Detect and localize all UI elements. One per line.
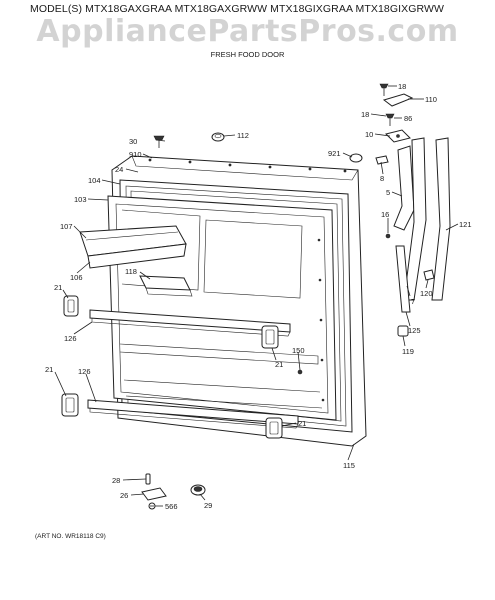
- art-number: (ART NO. WR18118 C9): [35, 533, 106, 540]
- small-bin: [139, 275, 193, 297]
- callout-120: 120: [420, 289, 433, 298]
- hinge-cover-110: [382, 93, 414, 107]
- watermark: AppliancePartsPros.com: [36, 14, 459, 49]
- callout-126: 126: [78, 367, 91, 376]
- callout-21: 21: [275, 360, 283, 369]
- cap-29: [190, 484, 206, 496]
- handle-mount-5: [393, 145, 415, 231]
- callout-21: 21: [54, 283, 62, 292]
- callout-119: 119: [402, 347, 414, 356]
- screw-566: [148, 502, 156, 510]
- bracket-26: [141, 487, 167, 501]
- plug-112: [211, 132, 225, 142]
- callout-86: 86: [404, 114, 412, 123]
- callout-118: 118: [125, 267, 137, 276]
- callout-921: 921: [328, 149, 341, 158]
- callout-21: 21: [45, 365, 53, 374]
- pin-28: [145, 473, 151, 485]
- handle-7: [403, 137, 427, 301]
- callout-103: 103: [74, 195, 87, 204]
- callout-112: 112: [237, 131, 249, 140]
- shelf-end-cap-left-lower: [61, 393, 79, 417]
- callout-566: 566: [165, 502, 178, 511]
- door-shelf-upper: [89, 309, 291, 337]
- shelf-end-cap-right-lower: [265, 417, 283, 439]
- shelf-end-cap-right-upper: [261, 325, 279, 349]
- plug-921: [349, 153, 363, 163]
- screw-86: [385, 113, 395, 126]
- callout-106: 106: [70, 273, 83, 282]
- callout-29: 29: [204, 501, 212, 510]
- callout-28: 28: [112, 476, 120, 485]
- door-shelf-lower: [87, 399, 299, 429]
- hinge-10: [385, 129, 411, 143]
- callout-910: 910: [129, 150, 142, 159]
- fastener-150: [297, 369, 303, 375]
- leader-lines: [54, 85, 459, 507]
- callout-24: 24: [115, 165, 123, 174]
- callout-26: 26: [120, 491, 128, 500]
- callout-10: 10: [365, 130, 373, 139]
- screw-18a: [379, 83, 389, 96]
- handle-trim-121: [431, 137, 451, 301]
- dairy-compartment-door: [79, 225, 187, 269]
- model-list: MODEL(S) MTX18GAXGRAA MTX18GAXGRWW MTX18…: [30, 3, 445, 15]
- callout-150: 150: [292, 346, 305, 355]
- diagram-title: FRESH FOOD DOOR: [210, 50, 285, 59]
- callout-110: 110: [425, 95, 437, 104]
- shelf-end-cap-left-upper: [63, 295, 79, 317]
- screw-16: [385, 233, 391, 239]
- callout-8: 8: [380, 174, 384, 183]
- callout-18: 18: [361, 110, 369, 119]
- callout-7: 7: [411, 297, 415, 306]
- callout-21: 21: [298, 419, 306, 428]
- callout-121: 121: [459, 220, 472, 229]
- callout-18: 18: [398, 82, 406, 91]
- callout-16: 16: [381, 210, 389, 219]
- clip-120: [423, 269, 435, 281]
- callout-107: 107: [60, 222, 73, 231]
- hinge-pin-8: [375, 155, 389, 165]
- callout-126: 126: [64, 334, 77, 343]
- screw-30: [153, 135, 165, 148]
- callout-115: 115: [343, 461, 355, 470]
- callout-30: 30: [129, 137, 137, 146]
- callout-numbers: 18 110 18 86 30 112 10 910 921 8 24 104 …: [45, 82, 472, 511]
- callout-104: 104: [88, 176, 101, 185]
- cap-119: [397, 325, 409, 337]
- handle-insert-125: [395, 245, 411, 313]
- callout-125: 125: [408, 326, 421, 335]
- callout-5: 5: [386, 188, 390, 197]
